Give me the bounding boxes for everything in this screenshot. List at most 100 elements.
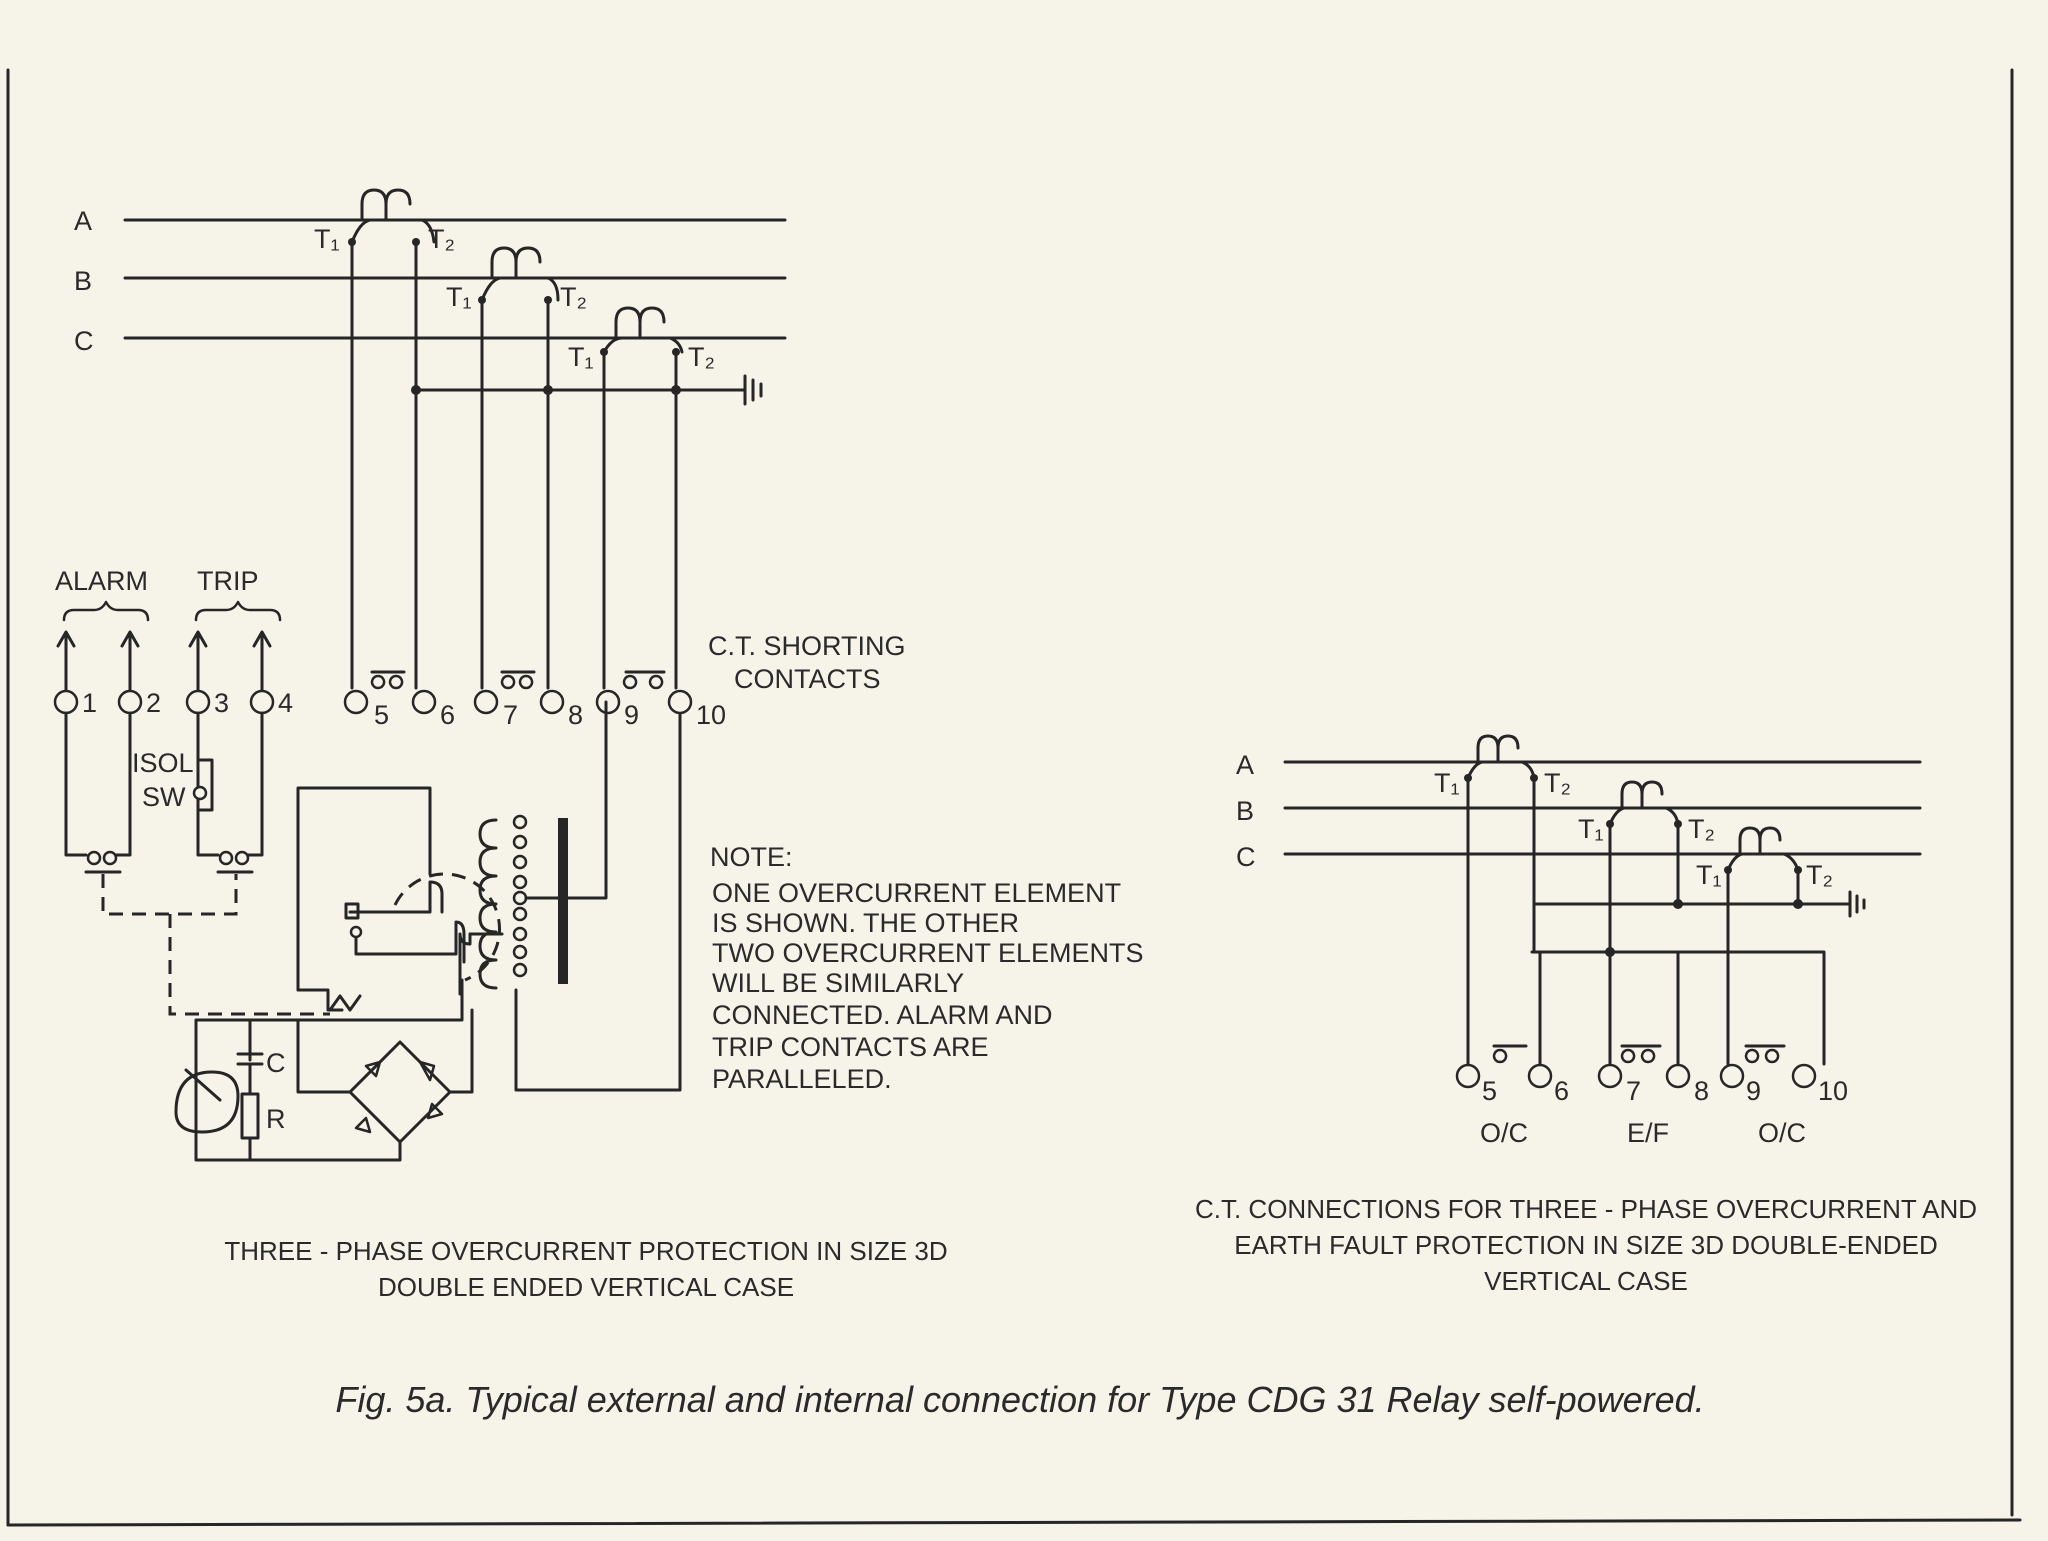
capacitor-label: C xyxy=(266,1048,286,1078)
shorting-contacts-5-6-icon xyxy=(370,674,404,690)
right-terminal-7-label: 7 xyxy=(1626,1076,1641,1106)
right-terminal-6-label: 6 xyxy=(1554,1076,1569,1106)
relay-frame-lower xyxy=(296,988,344,1012)
right-terminal-7 xyxy=(1597,1063,1623,1089)
right-caption-line1: C.T. CONNECTIONS FOR THREE - PHASE OVERC… xyxy=(1195,1194,1977,1224)
alarm-contact-left xyxy=(86,850,102,866)
right-phase-c-label: C xyxy=(1236,842,1256,872)
terminal-1-label: 1 xyxy=(82,688,97,718)
right-terminal-9-label: 9 xyxy=(1746,1076,1761,1106)
tap-7 xyxy=(512,926,528,942)
left-caption-line2: DOUBLE ENDED VERTICAL CASE xyxy=(378,1272,794,1302)
coil-to-terminal-10 xyxy=(514,712,682,1092)
terminal-4 xyxy=(249,689,275,715)
right-contacts-9-10-icon xyxy=(1744,1048,1780,1064)
right-terminal-6 xyxy=(1527,1063,1553,1089)
right-phase-b-label: B xyxy=(1236,796,1254,826)
ct-a-t1-label: T₁ xyxy=(314,224,340,254)
alarm-contact-right xyxy=(102,850,118,866)
right-contact-5-6-icon xyxy=(1492,1048,1508,1064)
right-terminal-8-label: 8 xyxy=(1694,1076,1709,1106)
resistor-icon xyxy=(240,1092,260,1140)
disc-outline-icon xyxy=(393,872,501,982)
trip-contact-left xyxy=(218,850,234,866)
note-line-7: TRIP CONTACTS ARE xyxy=(712,1032,989,1062)
coil-to-terminal-9 xyxy=(566,700,608,900)
figure-caption: Fig. 5a. Typical external and internal c… xyxy=(335,1379,1704,1420)
isol-switch-bracket xyxy=(196,758,214,812)
ct-a-leads xyxy=(350,218,436,244)
relay-frame-wire xyxy=(296,786,432,992)
transformer-coil-icon xyxy=(478,818,498,990)
note-line-2: ONE OVERCURRENT ELEMENT xyxy=(712,878,1121,908)
residual-loop-wire xyxy=(1530,902,1826,1066)
alarm-brace xyxy=(62,600,150,622)
ct-c-coil xyxy=(614,306,666,340)
terminal-7-label: 7 xyxy=(503,700,518,730)
terminal-5 xyxy=(343,689,369,715)
right-ct-b-coil xyxy=(1620,780,1664,810)
terminal-7 xyxy=(473,689,499,715)
terminal-2 xyxy=(117,689,143,715)
right-terminal-5-label: 5 xyxy=(1482,1076,1497,1106)
right-ct-b-t2-label: T₂ xyxy=(1688,814,1715,844)
relay-spring-icon xyxy=(328,994,362,1012)
isol-label: ISOL xyxy=(132,748,194,778)
tap-9 xyxy=(512,962,528,978)
right-ct-b-t1-label: T₁ xyxy=(1578,814,1604,844)
left-caption-line1: THREE - PHASE OVERCURRENT PROTECTION IN … xyxy=(224,1236,947,1266)
ct-c-t2-label: T₂ xyxy=(688,342,715,372)
terminal-2-label: 2 xyxy=(146,688,161,718)
ct-b-t1-label: T₁ xyxy=(446,282,472,312)
variable-resistor-icon xyxy=(174,1068,240,1134)
ct-b-t2-label: T₂ xyxy=(560,282,587,312)
right-star-dot-1 xyxy=(1673,899,1683,909)
ct-c-leads xyxy=(602,336,684,354)
trip-label: TRIP xyxy=(197,566,259,596)
terminal-9 xyxy=(595,689,621,715)
star-dot-1 xyxy=(411,385,421,395)
ct-c-t1-label: T₁ xyxy=(568,342,594,372)
right-caption-line2: EARTH FAULT PROTECTION IN SIZE 3D DOUBLE… xyxy=(1234,1230,1938,1260)
right-ct-c-coil xyxy=(1738,826,1782,856)
relay-contact-block xyxy=(344,902,360,920)
right-ct-c-leads xyxy=(1726,852,1800,872)
tap-6 xyxy=(512,906,528,922)
ct-shorting-label-line1: C.T. SHORTING xyxy=(708,631,906,661)
tap-4 xyxy=(512,874,528,890)
right-diagram: A B C T₁ T₂ T₁ T₂ T₁ T₂ xyxy=(1195,734,1977,1296)
rectifier-bridge-icon xyxy=(348,1040,452,1144)
note-line-5: WILL BE SIMILARLY xyxy=(712,968,964,998)
tap-1 xyxy=(512,814,528,830)
terminal-10 xyxy=(667,689,693,715)
trip-brace xyxy=(194,600,282,622)
right-star-dot-2 xyxy=(1793,899,1803,909)
ct-shorting-label-line2: CONTACTS xyxy=(734,664,881,694)
right-ct-c-t1-label: T₁ xyxy=(1696,860,1722,890)
right-caption-line3: VERTICAL CASE xyxy=(1484,1266,1688,1296)
right-ct-a-leads xyxy=(1466,760,1536,780)
terminal-10-label: 10 xyxy=(696,700,726,730)
left-diagram: A B C T₁ T₂ T₁ T₂ T₁ T₂ xyxy=(53,188,1144,1302)
note-line-4: TWO OVERCURRENT ELEMENTS xyxy=(712,938,1144,968)
relay-lower-contact-icon xyxy=(349,925,363,939)
terminal-1 xyxy=(53,689,79,715)
right-ct-b-leads xyxy=(1608,806,1680,826)
star-dot-3 xyxy=(671,385,681,395)
right-terminal-9 xyxy=(1719,1063,1745,1089)
note-line-6: CONNECTED. ALARM AND xyxy=(712,1000,1053,1030)
shorting-contacts-9-10-icon xyxy=(622,674,664,690)
resistor-label: R xyxy=(266,1104,286,1134)
alarm-label: ALARM xyxy=(55,566,148,596)
alarm-arrow-1-icon xyxy=(56,630,76,692)
note-line-3: IS SHOWN. THE OTHER xyxy=(712,908,1019,938)
terminal-3-label: 3 xyxy=(214,688,229,718)
terminal-8 xyxy=(539,689,565,715)
phase-a-label: A xyxy=(74,206,92,236)
group-ef-label: E/F xyxy=(1627,1118,1669,1148)
group-oc-right-label: O/C xyxy=(1758,1118,1806,1148)
trip-contact-right xyxy=(234,850,250,866)
phase-c-label: C xyxy=(74,326,94,356)
alarm-contact-wiring xyxy=(64,711,132,857)
phase-b-label: B xyxy=(74,266,92,296)
